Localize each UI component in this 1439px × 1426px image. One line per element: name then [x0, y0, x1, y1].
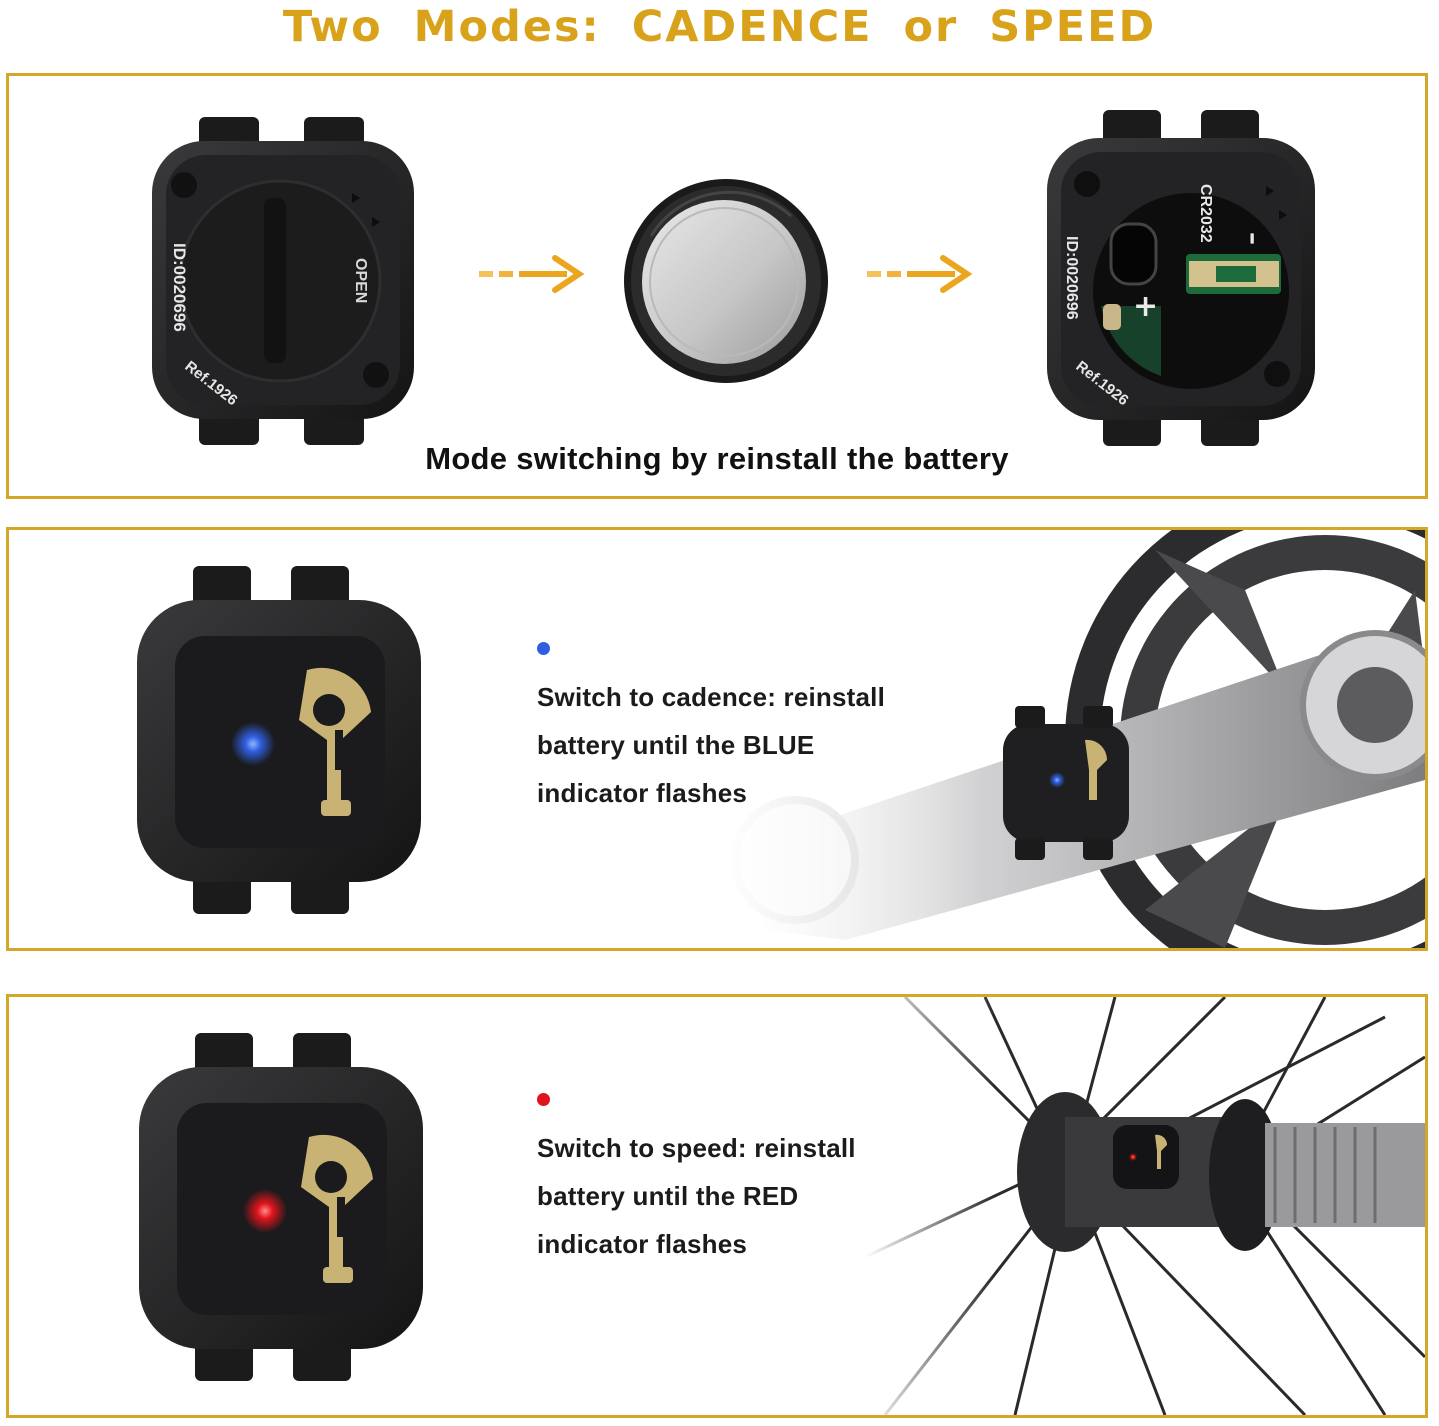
- speed-instructions: Switch to speed: reinstall battery until…: [537, 1093, 967, 1268]
- closed-open-text: OPEN: [352, 258, 369, 303]
- cadence-line-3: indicator flashes: [537, 778, 748, 808]
- coin-battery-image: [621, 176, 831, 386]
- page-title: Two Modes: CADENCE or SPEED: [282, 2, 1157, 52]
- cadence-line-1: Switch to cadence: reinstall: [537, 682, 886, 712]
- battery-panel: ID:0020696 Ref.1926 OPEN: [6, 73, 1428, 499]
- arrow-right-icon: [867, 254, 977, 294]
- speed-sensor-image: [131, 1027, 431, 1387]
- red-led-icon: [243, 1189, 287, 1233]
- open-plus-sign: +: [1133, 289, 1158, 324]
- cadence-line-2: battery until the BLUE: [537, 730, 815, 760]
- crank-photo: [725, 530, 1425, 948]
- blue-dot-icon: [537, 642, 550, 655]
- cadence-sensor-image: [129, 560, 429, 920]
- cadence-panel: Switch to cadence: reinstall battery unt…: [6, 527, 1428, 951]
- closed-id-text: ID:0020696: [170, 243, 189, 332]
- sensor-open-image: + – CR2032 ID:0020696 Ref.1926: [1041, 106, 1321, 451]
- open-minus-sign: –: [1238, 232, 1268, 245]
- sensor-closed-image: ID:0020696 Ref.1926 OPEN: [144, 113, 424, 449]
- speed-line-3: indicator flashes: [537, 1229, 748, 1259]
- open-battery-text: CR2032: [1197, 184, 1214, 243]
- speed-panel: Switch to speed: reinstall battery until…: [6, 994, 1428, 1418]
- open-id-text: ID:0020696: [1063, 236, 1080, 320]
- cadence-instructions: Switch to cadence: reinstall battery unt…: [537, 642, 967, 817]
- battery-caption: Mode switching by reinstall the battery: [425, 441, 1009, 476]
- blue-led-icon: [231, 722, 275, 766]
- speed-line-1: Switch to speed: reinstall: [537, 1133, 856, 1163]
- arrow-right-icon: [479, 254, 589, 294]
- red-dot-icon: [537, 1093, 550, 1106]
- speed-line-2: battery until the RED: [537, 1181, 799, 1211]
- wheel-hub-photo: [865, 997, 1425, 1415]
